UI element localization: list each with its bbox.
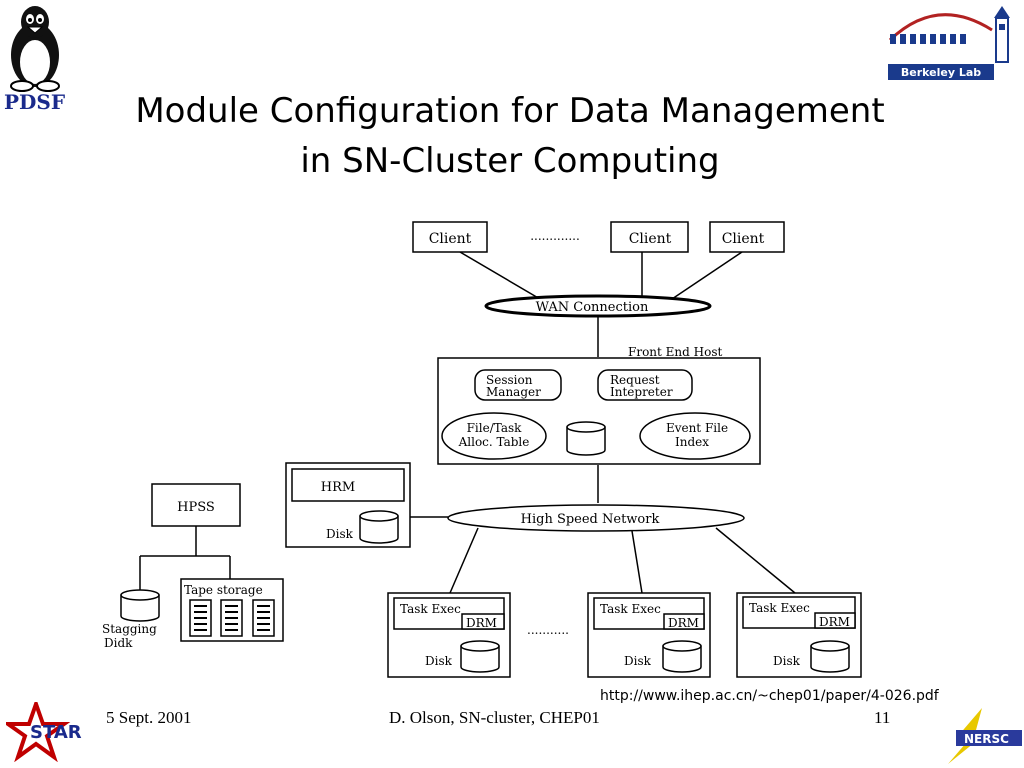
title-line-1: Module Configuration for Data Management [135,91,885,131]
nersc-label: NERSC [964,732,1009,746]
task-exec-label-3: Task Exec [749,601,810,615]
berkeley-lab-logo: Berkeley Lab [888,6,1010,80]
penguin-beak [26,26,44,34]
paper-url: http://www.ihep.ac.cn/~chep01/paper/4-02… [600,688,939,704]
star-icon [6,702,71,762]
penguin-foot-left [10,80,34,92]
hpss-box [151,483,241,527]
high-speed-network [447,504,745,532]
building-icon [890,34,966,44]
arc-icon [888,13,993,42]
node3-disk-icon [810,640,850,673]
high-speed-network-label: High Speed Network [521,512,660,527]
disk-label-2: Disk [624,654,652,668]
file-task-label-1: File/Task [467,421,523,435]
footer-date: 5 Sept. 2001 [106,708,192,727]
wan-connection [484,294,712,318]
star-logo: STAR [6,702,82,762]
client-label-2: Client [629,231,672,247]
drm-box-3 [814,612,856,629]
session-manager-label-1: Session [486,373,533,387]
request-interpreter-box [597,369,693,401]
disk-label-1: Disk [425,654,453,668]
session-manager-box [474,369,562,401]
penguin-head [21,6,49,38]
link-network-node3 [715,527,796,594]
drm-label-1: DRM [466,616,497,630]
pdsf-label: PDSF [4,90,65,114]
berkeley-lab-banner [888,64,994,80]
client-dots: ............. [530,229,580,243]
star-label: STAR [30,722,82,743]
penguin-belly [20,40,50,84]
stagging-disk-icon [120,589,160,622]
nersc-bar [956,730,1022,746]
event-file-label-2: Index [675,435,709,449]
link-network-node2 [631,530,643,594]
penguin-foot-right [36,80,60,92]
page-number: 11 [874,708,891,727]
title-line-2: in SN-Cluster Computing [300,141,720,181]
node-dots: ........... [527,623,569,637]
footer-author: D. Olson, SN-cluster, CHEP01 [389,708,600,727]
nersc-logo: NERSC [948,708,1022,764]
hrm-box [291,468,405,502]
request-interpreter-label-1: Request [610,373,660,387]
campanile-icon [994,6,1010,63]
link-network-node1 [449,527,479,594]
slide-title: Module Configuration for Data Management… [60,86,960,186]
drm-label-3: DRM [819,615,850,629]
hrm-disk-label: Disk [326,527,354,541]
hpss-label: HPSS [177,500,215,515]
file-task-table [441,412,547,460]
wan-label: WAN Connection [536,300,649,315]
frontend-disk-icon [566,421,606,456]
client-label-3: Client [722,231,765,247]
hrm-disk-icon [359,510,399,544]
tape-rack-icon [189,599,275,637]
berkeley-lab-label: Berkeley Lab [901,66,981,79]
drm-label-2: DRM [668,616,699,630]
session-manager-label-2: Manager [486,385,541,399]
task-exec-label-1: Task Exec [400,602,461,616]
client-box-2 [610,221,689,253]
link-client1-wan [459,251,541,300]
event-file-index [639,412,751,460]
task-exec-label-2: Task Exec [600,602,661,616]
pdsf-logo: PDSF [4,6,65,114]
hrm-label: HRM [321,480,355,495]
front-end-host-label: Front End Host [628,345,722,359]
node1-disk-icon [460,640,500,673]
drm-box-2 [663,613,705,630]
link-client3-wan [671,251,743,300]
stagging-label-2: Didk [104,636,133,650]
event-file-label-1: Event File [666,421,728,435]
request-interpreter-label-2: Intepreter [610,385,673,399]
client-box-3 [709,221,785,253]
client-label-1: Client [429,231,472,247]
file-task-label-2: Alloc. Table [458,435,530,449]
tape-storage-label: Tape storage [184,583,263,597]
client-box-1 [412,221,488,253]
node2-disk-icon [662,640,702,673]
stagging-label-1: Stagging [102,622,157,636]
drm-box-1 [461,613,505,630]
disk-label-3: Disk [773,654,801,668]
